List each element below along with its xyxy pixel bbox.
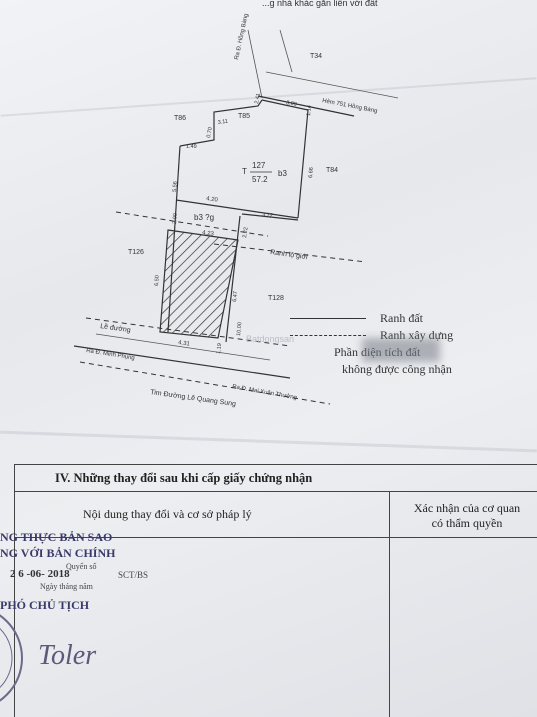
stamp-line-1: NG THỰC BẢN SAO [0, 530, 113, 544]
street-right-label: Ra Đ. Mai Xuân Thưởng [232, 383, 298, 401]
dim: 1.49 [186, 144, 197, 150]
lot-t86: T86 [174, 115, 186, 122]
dim: 4.31 [178, 340, 191, 348]
redaction-blur [362, 338, 440, 362]
dim: 1.14 [306, 105, 313, 116]
ranh-lo-gioi-label: Ranh lộ giới [270, 249, 309, 261]
changes-table: IV. Những thay đổi sau khi cấp giấy chứn… [14, 464, 537, 717]
dim: 2.00 [172, 213, 179, 224]
sub-lot-label: b3 ?g [194, 213, 214, 222]
stamp-ngay: Ngày tháng năm [40, 582, 93, 591]
road-edge-label: Lề đường [100, 321, 132, 334]
dim: 0.70 [206, 127, 214, 139]
legend-item-khong-duoc: không được công nhận [342, 362, 452, 376]
lot-t128: T128 [268, 295, 284, 302]
dim: 6.66 [308, 167, 315, 178]
alley-label: Hẻm 751 Hồng Bàng [322, 98, 378, 115]
stamp-date: 2 6 -06- 2018 [10, 568, 70, 580]
main-lot-number: 127 [252, 161, 266, 170]
dim: 1.19 [216, 343, 223, 354]
top-text: ...g nhà khác gắn liền với đất [262, 0, 378, 8]
dim: 2.41 [254, 93, 262, 105]
dim: 3.09 [286, 100, 298, 108]
land-plot-diagram: ...g nhà khác gắn liền với đất Ra Đ. Hồn… [73, 0, 399, 408]
dashed-line-icon [290, 335, 366, 336]
dim: 3.72 [262, 212, 273, 219]
svg-text:T: T [242, 167, 247, 176]
dim: 4.20 [206, 196, 219, 204]
lot-t126: T126 [128, 249, 144, 256]
column-header-content: Nội dung thay đổi và cơ sở pháp lý [83, 507, 252, 521]
section-title: IV. Những thay đổi sau khi cấp giấy chứn… [55, 471, 313, 485]
dim: 5.56 [172, 181, 179, 192]
stamp-sct: SCT/BS [118, 570, 149, 580]
dim: 6.47 [232, 291, 239, 302]
street-left-label: Ra Đ. Minh Phụng [86, 348, 135, 362]
dim: 2.22 [242, 227, 249, 238]
watermark: Batdongsan [246, 334, 295, 344]
stamp-line-2: NG VỚI BẢN CHÍNH [0, 546, 116, 560]
street-top-label: Ra Đ. Hồng Bàng [234, 13, 250, 60]
seal-icon [0, 614, 23, 702]
dim: 10.00 [236, 322, 243, 336]
hatched-parcel [159, 229, 239, 339]
lot-t34: T34 [310, 53, 322, 60]
dim: 3.11 [217, 119, 228, 126]
street-bottom-label: Tim Đường Lê Quang Sung [150, 389, 237, 408]
main-lot-suffix: b3 [278, 169, 287, 178]
lot-t85: T85 [238, 113, 250, 120]
dim: 4.23 [202, 230, 215, 238]
legend-item-ranh-dat: Ranh đất [290, 310, 490, 327]
lot-t84: T84 [326, 167, 338, 174]
solid-line-icon [290, 318, 366, 319]
main-lot-area: 57.2 [252, 175, 268, 184]
stamp-quyen-so: Quyển số [66, 562, 97, 571]
dim: 6.50 [154, 275, 161, 286]
signature: Toler [38, 640, 97, 671]
stamp-title: PHÓ CHỦ TỊCH [0, 598, 90, 612]
column-header-confirmation: Xác nhận của cơ quan có thẩm quyền [413, 501, 521, 530]
